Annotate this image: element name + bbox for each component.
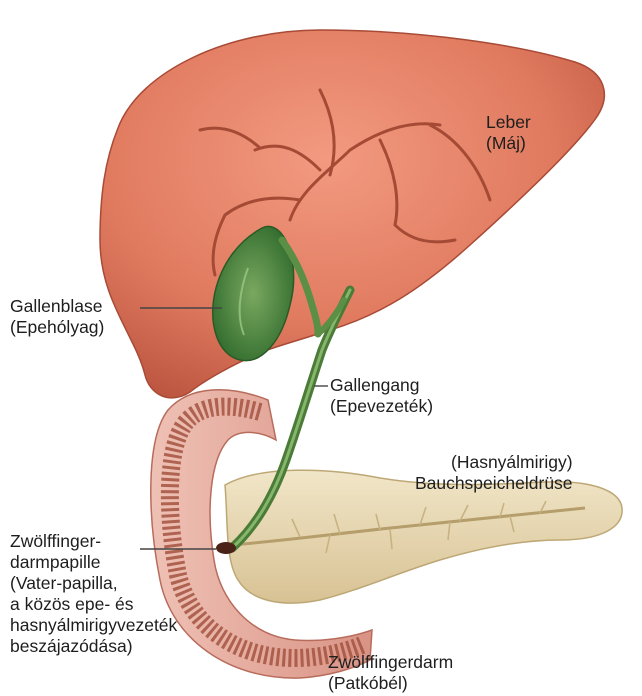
pancreas-translation: (Hasnyálmirigy) (356, 452, 573, 473)
bile-duct-label: Gallengang (Epevezeték) (330, 375, 433, 417)
papilla-opening (216, 542, 236, 554)
papilla-desc-line4: beszájazódása) (10, 636, 177, 657)
bile-duct-translation: (Epevezeték) (330, 396, 433, 417)
papilla-desc-line2: a közös epe- és (10, 594, 177, 615)
duodenum-name: Zwölffingerdarm (328, 652, 453, 673)
papilla-label: Zwölffinger- darmpapille (Vater-papilla,… (10, 531, 177, 657)
liver-label: Leber (Máj) (486, 112, 531, 154)
papilla-name-line2: darmpapille (10, 552, 177, 573)
duodenum-label: Zwölffingerdarm (Patkóbél) (328, 652, 453, 694)
pancreas-name: Bauchspeicheldrüse (356, 473, 573, 494)
gallbladder-translation: (Epehólyag) (10, 317, 104, 338)
gallbladder-name: Gallenblase (10, 296, 104, 317)
bile-duct-name: Gallengang (330, 375, 433, 396)
papilla-desc-line1: (Vater-papilla, (10, 573, 177, 594)
liver-name: Leber (486, 112, 531, 133)
gallbladder-label: Gallenblase (Epehólyag) (10, 296, 104, 338)
duodenum-translation: (Patkóbél) (328, 673, 453, 694)
liver-shape (100, 30, 604, 398)
liver-translation: (Máj) (486, 133, 531, 154)
papilla-name-line1: Zwölffinger- (10, 531, 177, 552)
pancreas-label: (Hasnyálmirigy) Bauchspeicheldrüse (356, 452, 573, 494)
papilla-desc-line3: hasnyálmirigyvezeték (10, 615, 177, 636)
